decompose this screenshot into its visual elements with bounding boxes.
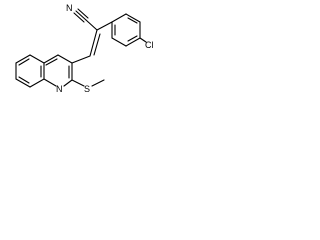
ring-double-2 xyxy=(127,35,138,42)
bond-vinyl-quinoline xyxy=(71,55,91,64)
chlorophenyl-ring: Cl xyxy=(96,13,154,50)
nitrile-group: N xyxy=(66,3,98,31)
bond-s-ch3 xyxy=(91,79,105,87)
structure-canvas: N Cl xyxy=(0,0,162,108)
bond-c-aryl xyxy=(96,21,113,31)
benzo-double-2 xyxy=(18,76,30,84)
vinyl-double-2 xyxy=(93,33,101,56)
chemical-structure-diagram: N Cl xyxy=(15,3,154,94)
methylthio-group: S xyxy=(71,79,105,94)
quin-double-2 xyxy=(45,58,58,66)
ring-bond-1 xyxy=(111,13,127,23)
nitrile-nitrogen-label: N xyxy=(66,3,73,13)
triple-bond-2 xyxy=(73,12,85,23)
quinoline-nitrogen-label: N xyxy=(56,84,63,94)
quin-bond-4 xyxy=(43,78,57,87)
benzo-double-1 xyxy=(18,58,30,66)
vinyl-double-1 xyxy=(89,29,98,57)
bond-c-s xyxy=(71,79,85,87)
triple-bond-3 xyxy=(77,8,89,19)
triple-bond-1 xyxy=(75,10,87,21)
benzo-bond-5 xyxy=(29,78,45,88)
benzo-bond-2 xyxy=(15,54,31,64)
bond-c-cl xyxy=(139,37,147,43)
quin-bond-1 xyxy=(57,54,73,64)
ring-bond-5 xyxy=(111,37,127,47)
sulfur-label: S xyxy=(84,84,90,94)
bond-c-cn xyxy=(85,19,98,31)
ring-bond-2 xyxy=(125,13,141,23)
ring-double-1 xyxy=(127,17,138,24)
quin-bond-2 xyxy=(43,54,59,64)
vinyl-linkage xyxy=(71,29,101,64)
quinoline-ring-system: N xyxy=(15,54,73,94)
quin-bond-5 xyxy=(63,79,73,87)
benzo-bond-4 xyxy=(15,78,31,88)
benzo-bond-1 xyxy=(29,54,45,64)
chlorine-label: Cl xyxy=(145,40,154,50)
ring-bond-4 xyxy=(125,37,141,47)
